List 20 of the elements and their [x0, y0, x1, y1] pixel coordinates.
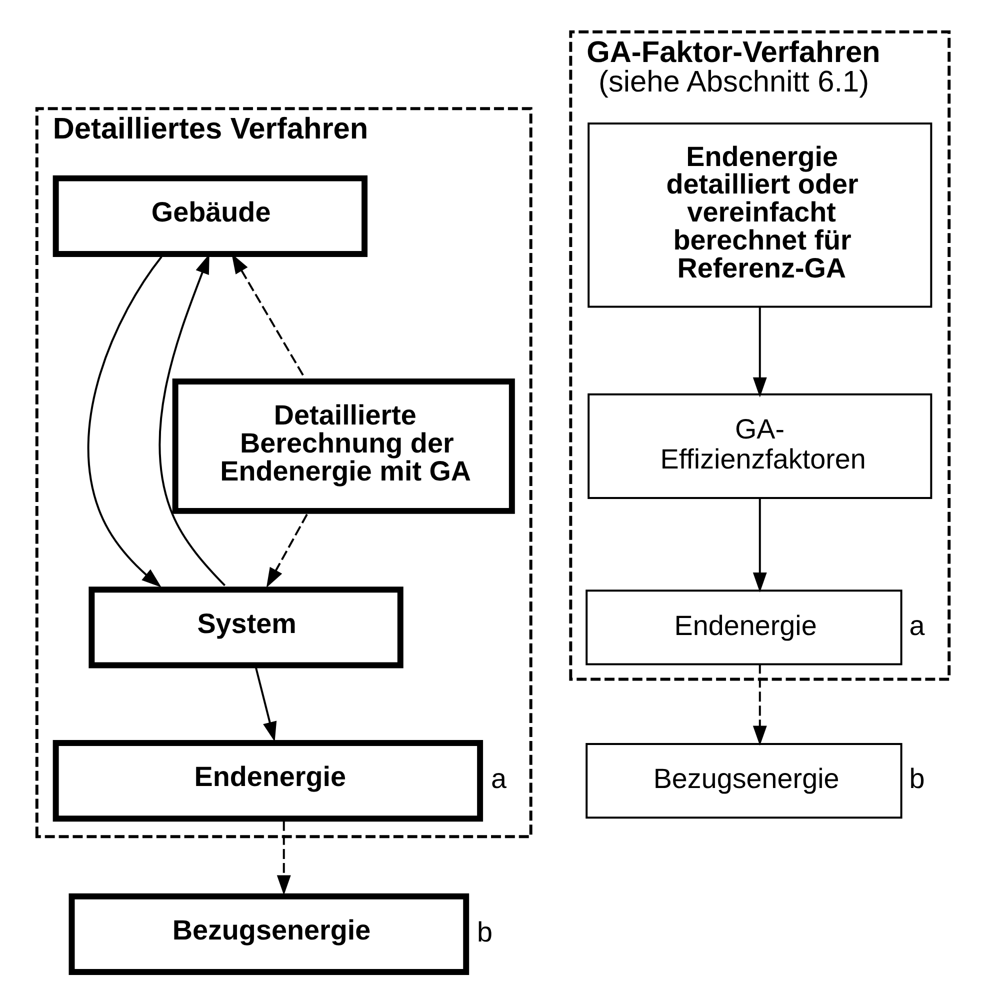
arrow — [254, 667, 276, 742]
node-box: Bezugsenergie — [585, 742, 902, 819]
node-box: Bezugsenergie — [68, 893, 469, 975]
node-box: Endenergie — [585, 590, 902, 666]
node-box: Detaillierte Berechnung der Endenergie mit GA — [172, 378, 514, 514]
node-label: b — [476, 916, 492, 948]
node-label: a — [908, 610, 924, 641]
arrow — [276, 821, 290, 896]
arrow — [266, 514, 308, 588]
node-box: Gebäude — [52, 175, 368, 257]
node-box: GA- Effizienzfaktoren — [587, 393, 932, 499]
node-box: Endenergie — [52, 740, 483, 822]
node-box: Endenergie detailliert oder vereinfacht berechnet für Referenz-GA — [587, 122, 932, 308]
arrow — [752, 664, 766, 746]
arrow — [752, 306, 766, 398]
arrow — [752, 498, 766, 592]
node-box: System — [88, 586, 403, 668]
node-label: a — [490, 763, 506, 794]
arrow — [86, 256, 162, 588]
node-label: b — [908, 763, 924, 794]
